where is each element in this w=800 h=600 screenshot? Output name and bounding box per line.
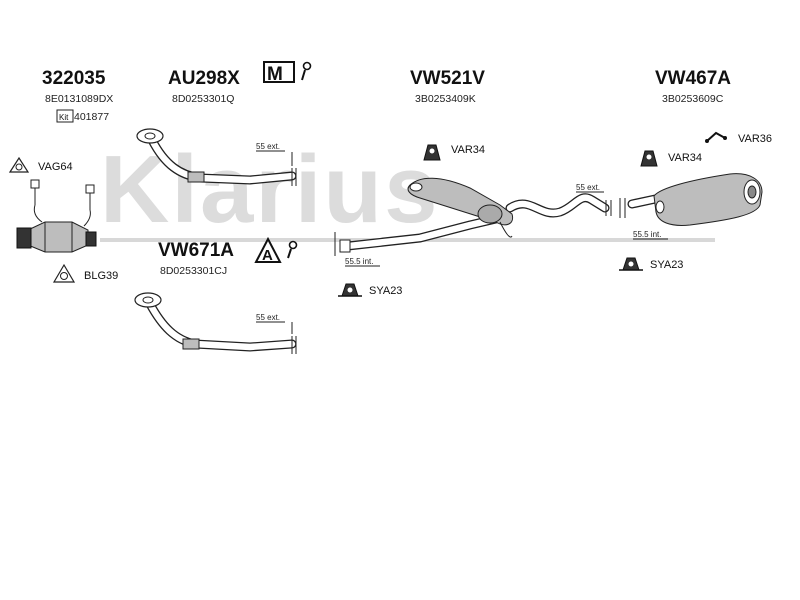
ext-label-vw521v: 55 ext.	[576, 183, 600, 192]
clamp-sya23-center-icon[interactable]	[338, 283, 362, 297]
kit-box-icon: Kit	[56, 109, 74, 123]
int-label-vw467a: 55.5 int.	[633, 230, 661, 239]
oem-number-vw521v: 3B0253409K	[415, 93, 476, 105]
front-pipe-vw671a-drawing[interactable]	[134, 292, 297, 354]
fitting-label-var34-rear: VAR34	[668, 152, 702, 164]
front-pipe-au298x-drawing[interactable]	[136, 128, 297, 186]
oem-number-vw467a: 3B0253609C	[662, 93, 724, 105]
clamp-sya23-rear-icon[interactable]	[619, 257, 643, 271]
center-silencer-drawing[interactable]	[334, 177, 612, 256]
ext-label-vw671a: 55 ext.	[256, 313, 280, 322]
fitting-label-sya23-rear: SYA23	[650, 259, 683, 271]
m-symbol-icon: M	[263, 61, 312, 85]
gasket-blg39-icon[interactable]	[52, 263, 76, 283]
part-code-vw671a[interactable]: VW671A	[158, 240, 234, 261]
fitting-label-blg39: BLG39	[84, 270, 118, 282]
gasket-vag64-icon[interactable]	[8, 156, 30, 173]
part-code-322035[interactable]: 322035	[42, 68, 106, 89]
kit-number: 401877	[74, 111, 109, 123]
rubber-mount-var34-center-icon[interactable]	[423, 144, 441, 161]
svg-text:M: M	[267, 64, 283, 85]
part-code-vw467a[interactable]: VW467A	[655, 68, 731, 89]
a-symbol-icon: A	[254, 236, 298, 264]
ext-label-au298x: 55 ext.	[256, 142, 280, 151]
fitting-label-vag64: VAG64	[38, 161, 73, 173]
svg-text:A: A	[262, 247, 273, 264]
oem-number-vw671a: 8D0253301CJ	[160, 265, 227, 277]
fitting-label-var36: VAR36	[738, 133, 772, 145]
oem-number-au298x: 8D0253301Q	[172, 93, 234, 105]
part-code-vw521v[interactable]: VW521V	[410, 68, 485, 89]
fitting-label-sya23-center: SYA23	[369, 285, 402, 297]
int-label-vw521v: 55.5 int.	[345, 257, 373, 266]
fitting-label-var34-center: VAR34	[451, 144, 485, 156]
oem-number-cat: 8E0131089DX	[45, 93, 113, 105]
part-code-au298x[interactable]: AU298X	[168, 68, 240, 89]
svg-text:Kit: Kit	[59, 113, 69, 122]
rubber-mount-var34-rear-icon[interactable]	[640, 150, 658, 167]
rear-silencer-drawing[interactable]	[619, 173, 763, 226]
watermark: Klarius	[100, 136, 439, 243]
hanger-var36-icon[interactable]	[705, 131, 727, 143]
catalytic-converter-icon[interactable]	[16, 179, 97, 253]
